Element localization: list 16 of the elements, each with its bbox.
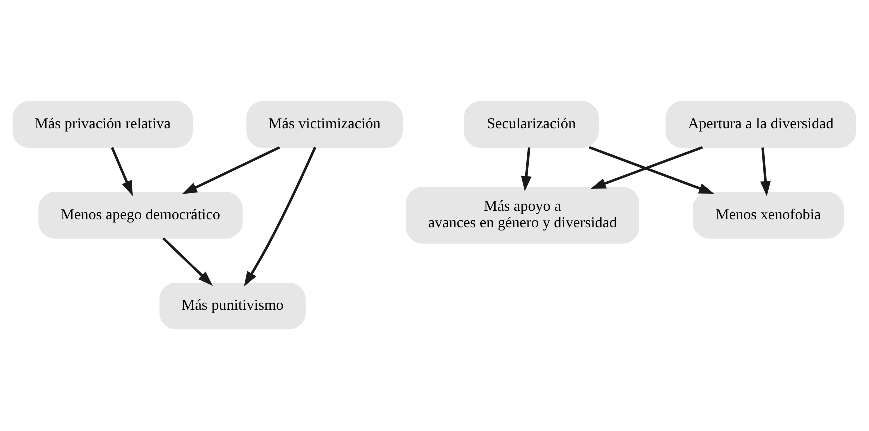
arrow — [590, 146, 704, 189]
node-box: Más privación relativa — [12, 101, 194, 148]
node-box: Más apoyo a avances en género y diversidad — [406, 187, 640, 244]
arrow — [182, 146, 280, 194]
node-box: Secularización — [464, 101, 600, 148]
arrow — [521, 148, 532, 192]
node-box: Más victimización — [246, 101, 403, 148]
node-box: Apertura a la diversidad — [666, 101, 856, 148]
arrow — [111, 147, 134, 196]
node-box: Más punitivismo — [160, 282, 306, 330]
node-box: Menos xenofobia — [692, 192, 844, 239]
arrow — [162, 238, 214, 286]
node-box: Menos apego democrático — [38, 192, 243, 239]
arrow — [589, 146, 714, 194]
arrow — [760, 148, 772, 196]
arrow — [244, 146, 317, 287]
